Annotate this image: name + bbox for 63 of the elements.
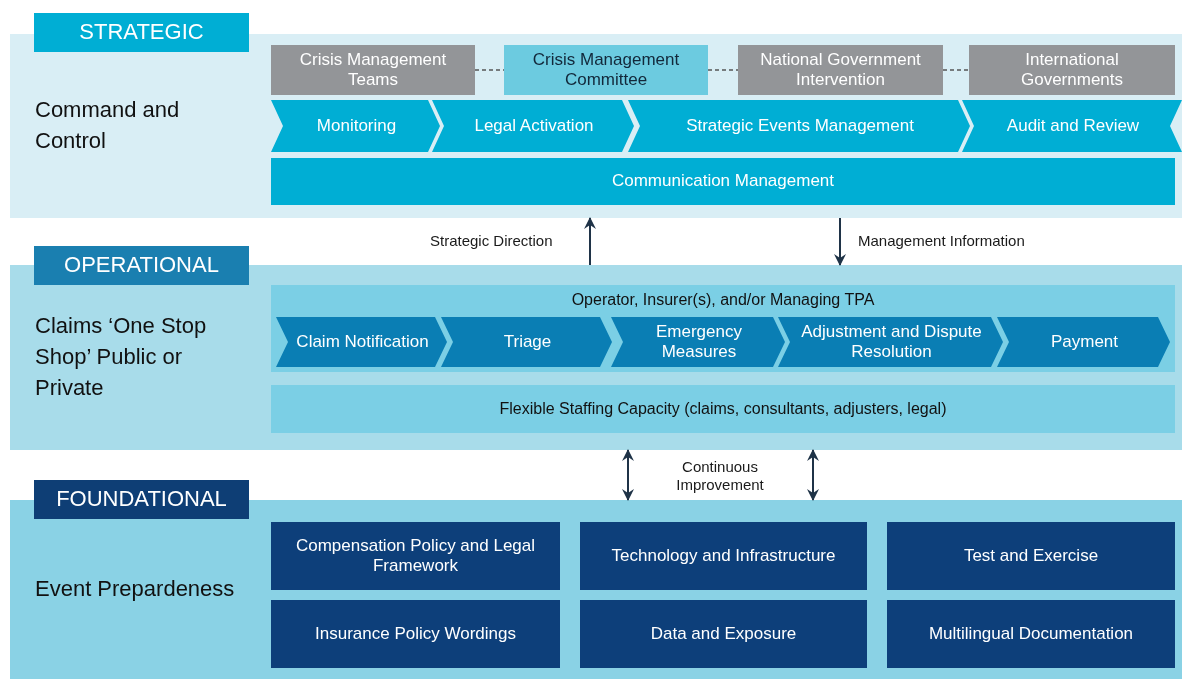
note-label: Continuous Improvement	[675, 458, 765, 494]
step-label: Compensation Policy and Legal Framework	[294, 534, 537, 577]
chevron-step	[628, 100, 970, 152]
process-box	[887, 522, 1175, 590]
section-title: FOUNDATIONAL	[55, 485, 228, 514]
step-label: International Governments	[1019, 48, 1124, 91]
step-label: Payment	[1049, 330, 1120, 353]
step-label: Audit and Review	[1005, 114, 1141, 137]
arrow	[622, 449, 634, 501]
dashed-connector	[707, 69, 739, 71]
section-label: Command and Control	[35, 96, 181, 155]
process-box	[271, 385, 1175, 433]
process-box	[738, 45, 943, 95]
chevron-step	[778, 317, 1003, 367]
step-label: National Government Intervention	[759, 48, 922, 91]
step-label: Insurance Policy Wordings	[314, 622, 517, 645]
dashed-connector	[942, 69, 970, 71]
process-box	[580, 600, 867, 668]
process-box	[504, 45, 708, 95]
chevron-step	[432, 100, 634, 152]
section-tab	[34, 13, 249, 52]
step-label: Crisis Management Committee	[531, 48, 681, 91]
process-box	[271, 522, 560, 590]
section-title: STRATEGIC	[78, 18, 205, 47]
edge-label: Strategic Direction	[430, 232, 553, 250]
chevron-step	[276, 317, 447, 367]
chevron-step	[611, 317, 785, 367]
process-box	[271, 600, 560, 668]
step-label: Test and Exercise	[962, 544, 1100, 567]
dashed-connector	[474, 69, 505, 71]
section-tab	[34, 246, 249, 285]
group-panel	[271, 285, 1175, 372]
step-label: Multilingual Documentation	[927, 622, 1135, 645]
chevron-step	[997, 317, 1170, 367]
step-label: Communication Management	[610, 170, 836, 193]
process-box	[969, 45, 1175, 95]
section-title: OPERATIONAL	[63, 251, 220, 280]
step-label: Flexible Staffing Capacity (claims, consultants, adjusters, legal)	[498, 399, 948, 420]
step-label: Operator, Insurer(s), and/or Managing TPA	[570, 290, 876, 311]
section-label: Event Prepardeness	[35, 575, 236, 604]
chevron-step	[271, 100, 440, 152]
section-label: Claims ‘One Stop Shop’ Public or Private	[35, 312, 208, 402]
step-label: Emergency Measures	[655, 320, 743, 363]
section-tab	[34, 480, 249, 519]
step-label: Adjustment and Dispute Resolution	[800, 320, 983, 363]
arrow	[807, 449, 819, 501]
arrow	[584, 217, 596, 266]
step-label: Data and Exposure	[649, 622, 798, 645]
step-label: Crisis Management Teams	[298, 48, 448, 91]
chevron-step	[962, 100, 1182, 152]
arrow	[834, 217, 846, 266]
process-box	[271, 45, 475, 95]
edge-label: Management Information	[858, 232, 1025, 250]
process-box	[271, 158, 1175, 205]
step-label: Strategic Events Management	[685, 114, 915, 137]
process-box	[887, 600, 1175, 668]
process-box	[580, 522, 867, 590]
step-label: Triage	[502, 330, 553, 353]
step-label: Technology and Infrastructure	[610, 544, 837, 567]
step-label: Claim Notification	[295, 330, 430, 353]
chevron-step	[441, 317, 612, 367]
step-label: Monitoring	[315, 114, 398, 137]
step-label: Legal Activation	[473, 114, 595, 137]
